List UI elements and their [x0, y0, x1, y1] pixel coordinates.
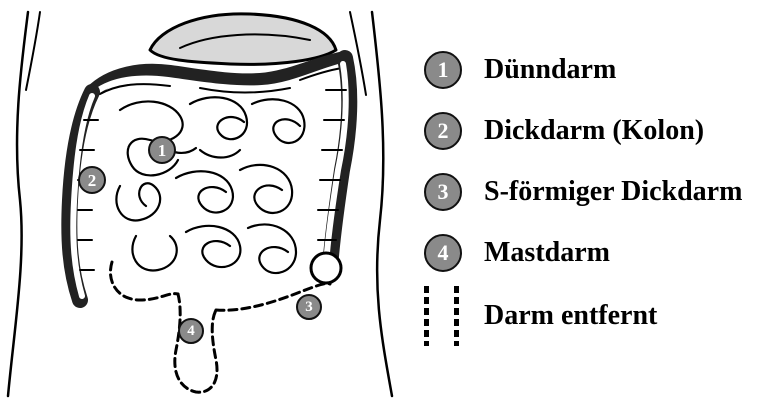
- marker-4: 4: [178, 318, 204, 344]
- marker-3-number: 3: [305, 300, 313, 315]
- marker-2-number: 2: [88, 172, 97, 189]
- legend-label: S-förmiger Dickdarm: [484, 176, 742, 208]
- dashed-line-key-icon: [424, 286, 462, 346]
- legend-item-small-intestine: 1 Dünndarm: [424, 50, 616, 90]
- legend-item-sigmoid-colon: 3 S-förmiger Dickdarm: [424, 172, 742, 212]
- marker-1: 1: [148, 136, 176, 164]
- legend-item-rectum: 4 Mastdarm: [424, 233, 610, 273]
- removed-bowel-dashed: [110, 262, 330, 392]
- marker-2: 2: [78, 166, 106, 194]
- legend-number: 2: [424, 112, 462, 150]
- marker-3: 3: [296, 294, 322, 320]
- legend-item-removed-bowel: Darm entfernt: [424, 286, 657, 346]
- colon-end: [311, 253, 341, 283]
- marker-1-number: 1: [158, 142, 167, 159]
- torso-left-inner: [26, 12, 40, 90]
- legend-item-colon: 2 Dickdarm (Kolon): [424, 111, 704, 151]
- torso-left-outline: [8, 12, 28, 396]
- legend-number: 3: [424, 173, 462, 211]
- marker-4-number: 4: [187, 324, 195, 339]
- legend-label: Mastdarm: [484, 237, 610, 269]
- small-intestine: [116, 97, 304, 273]
- torso-right-outline: [372, 12, 392, 396]
- legend-number: 4: [424, 234, 462, 272]
- legend-label: Darm entfernt: [484, 300, 657, 332]
- legend-label: Dickdarm (Kolon): [484, 115, 704, 147]
- legend-number: 1: [424, 51, 462, 89]
- legend-label: Dünndarm: [484, 54, 616, 86]
